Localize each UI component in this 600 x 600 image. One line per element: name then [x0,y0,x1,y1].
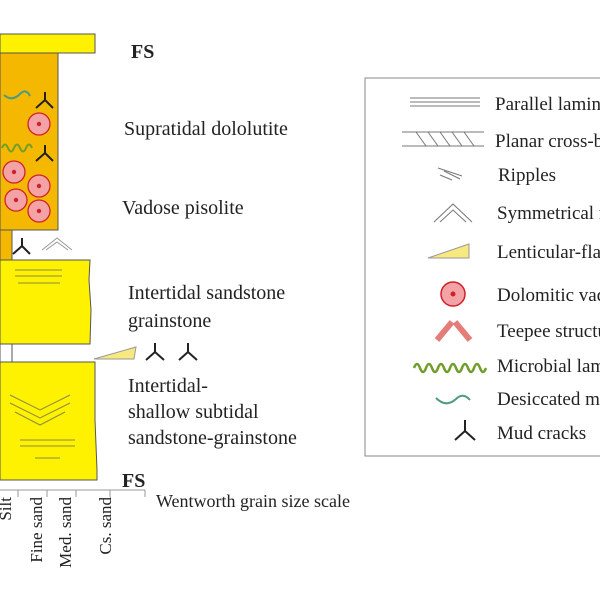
facies-label-supratidal: Supratidal dololutite [124,118,288,140]
grain-size-fine-sand: Fine sand [27,497,46,563]
flooding-surface-bottom-label: FS [122,470,145,492]
ripples-icon [437,167,463,181]
legend-box: Parallel lamination Planar cross-bedding… [364,77,600,457]
microbial-lamination-mark [1,143,33,153]
grain-size-silt: Silt [0,497,15,521]
facies-label-subtidal: Intertidal- shallow subtidal sandstone-g… [128,375,297,449]
symmetrical-ripples-icon [433,203,473,223]
top-cap-bed [0,33,96,54]
legend-label-microbial-lamination: Microbial lamination [497,356,600,377]
legend-label-mud-cracks: Mud cracks [497,423,586,444]
desiccated-mat-mark [3,90,31,100]
legend-label-lenticular-flaser: Lenticular-flaser [497,242,600,263]
interbed-gap [0,343,13,363]
pisoid-nucleus [36,208,42,214]
legend-label-teepee-structures: Teepee structures [497,321,600,342]
parallel-lamination-icon [410,97,480,107]
grain-size-coarse-sand: Cs. sand [96,497,115,555]
legend-label-dolomitic-vadose-pisoids: Dolomitic vadose pisoids [497,285,600,306]
legend-label-planar-cross-bedding: Planar cross-bedding [495,131,600,152]
grain-size-scale-caption: Wentworth grain size scale [156,491,350,511]
grain-size-axis: Silt Fine sand Med. sand Cs. sand Wentwo… [0,489,350,568]
pisoid-marks [2,112,51,223]
facies-label-vadose: Vadose pisolite [122,197,244,219]
planar-cross-bedding-icon [402,131,484,147]
legend-label-parallel-lamination: Parallel lamination [495,94,600,115]
lenticular-mark [93,346,137,360]
pisoid-nucleus [36,121,42,127]
flooding-surface-top-label: FS [131,41,154,63]
microbial-lamination-icon [412,362,488,374]
grain-size-medium-sand: Med. sand [56,497,75,568]
pisoid-nucleus [36,183,42,189]
parallel-lamination-marks [15,269,62,284]
legend-label-desiccated-microbial-mat: Desiccated microbial mat [497,389,600,410]
legend-label-ripples: Ripples [498,165,556,186]
herringbone-cross-bedding-marks [9,394,75,459]
thin-bed-pinch [0,229,13,261]
teepee-structure-icon [434,320,473,342]
desiccated-microbial-mat-icon [435,394,471,405]
intertidal-sandstone-bed [0,259,92,345]
pisoid-nucleus [11,169,17,175]
dolomitic-vadose-pisoid-icon [440,281,466,307]
lenticular-flaser-icon [427,243,470,259]
stratigraphic-column [0,33,198,481]
facies-label-intertidal: Intertidal sandstone grainstone [128,282,290,332]
symmetrical-ripple-mark [41,237,73,251]
pisoid-nucleus [13,197,19,203]
mud-cracks-icon [454,420,476,441]
mud-crack-marks [12,92,198,361]
legend-label-symmetrical-ripples: Symmetrical ripples [497,203,600,224]
